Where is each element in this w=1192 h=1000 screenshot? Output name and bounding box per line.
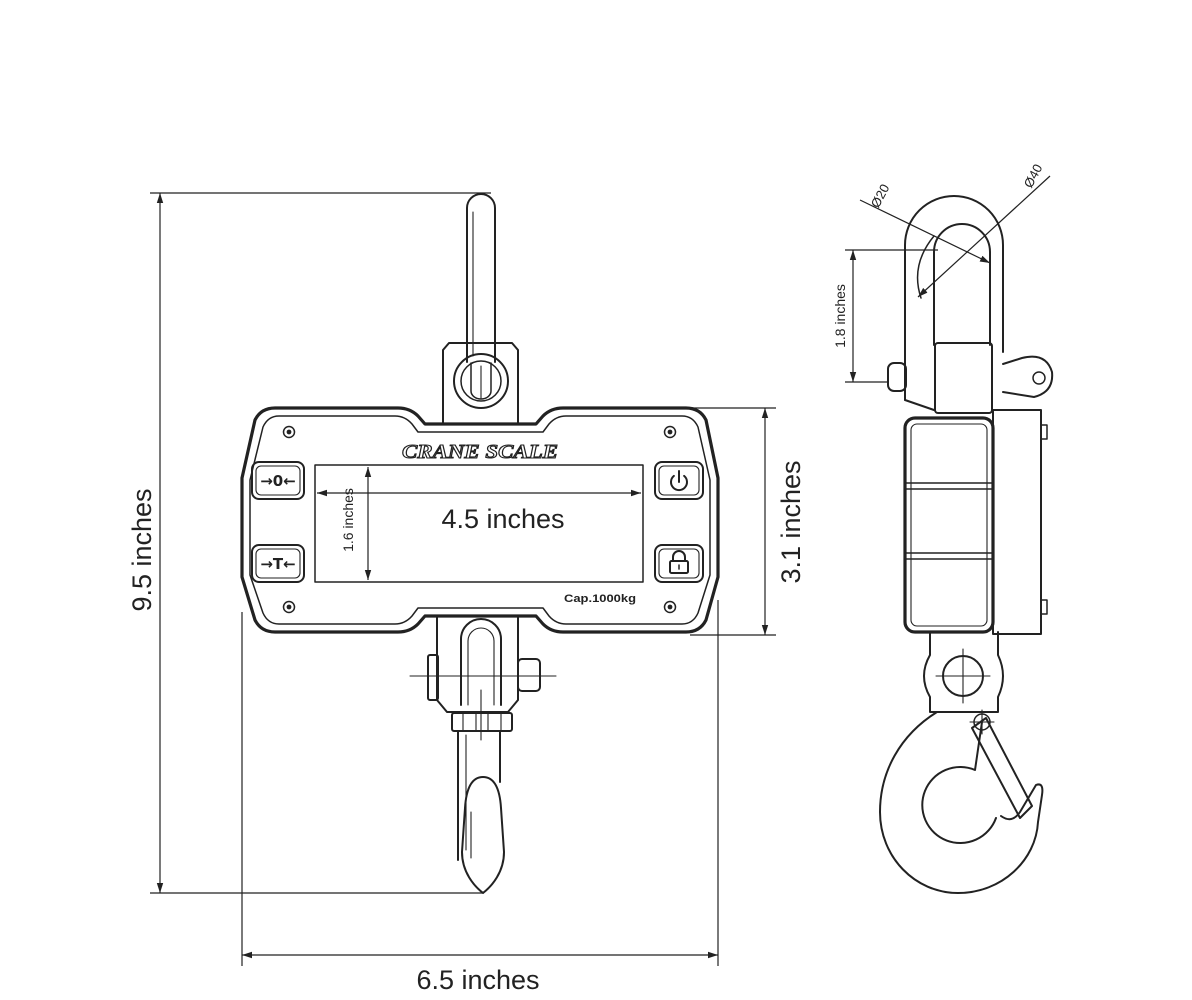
tare-key: →T← — [251, 544, 305, 583]
screw-top-right-head — [667, 429, 673, 435]
lock-key — [654, 544, 704, 583]
zero-key-inner — [255, 465, 301, 496]
screw-top-right — [663, 425, 677, 439]
hook-swivel-nut — [451, 712, 513, 732]
power-key-outline — [654, 461, 704, 500]
dimension-display-width: 4.5 inches — [317, 489, 641, 534]
side-shackle-left-leg-bottom — [904, 399, 935, 411]
top-hanging-rod — [466, 193, 496, 363]
top-eye-ring-inner — [460, 360, 502, 402]
lock-key-outline — [654, 544, 704, 583]
side-shackle-inner — [933, 223, 991, 346]
side-shackle-right-lug — [1002, 355, 1054, 398]
dimension-shackle-outer-diameter: Ø40 — [917, 162, 1051, 298]
shackle-opening-label: 1.8 inches — [832, 284, 848, 348]
dimension-display-height: 1.6 inches — [340, 467, 372, 580]
zero-key-label: →0← — [260, 472, 296, 490]
power-icon — [670, 470, 688, 491]
tare-key-inner — [255, 548, 301, 579]
lock-key-inner — [658, 548, 700, 579]
overall-width-label: 6.5 inches — [416, 965, 539, 995]
power-icon-arc — [670, 474, 688, 491]
scale-body-outline — [240, 406, 720, 634]
zero-key-outline — [251, 461, 305, 500]
overall-height-label: 9.5 inches — [127, 488, 157, 611]
lower-bracket — [436, 615, 519, 713]
hook-swivel-nut-segments — [462, 712, 502, 732]
screw-top-left-head — [286, 429, 292, 435]
screw-bottom-right — [663, 600, 677, 614]
side-shackle-left-nut — [887, 362, 907, 392]
side-body-tab-bottom — [1040, 599, 1048, 615]
screw-bottom-left-head — [286, 604, 292, 610]
capacity-label: Cap.1000kg — [564, 593, 636, 605]
lower-pin-nut — [517, 658, 541, 692]
zero-key: →0← — [251, 461, 305, 500]
side-lower-bracket — [923, 631, 1004, 713]
side-hook-latch-pivot-cross — [969, 709, 995, 735]
screw-bottom-right-head — [667, 604, 673, 610]
front-hook-shank — [457, 730, 501, 861]
side-shackle-lug-hole — [1032, 371, 1046, 385]
side-hook-safety-latch — [971, 717, 1033, 819]
side-view — [879, 195, 1054, 894]
dimension-body-height: 3.1 inches — [565, 407, 806, 636]
top-bracket — [442, 342, 519, 425]
dimension-overall-width: 6.5 inches — [241, 600, 719, 995]
side-lower-pin-center-lines — [935, 648, 991, 704]
outer-diameter-label: Ø40 — [1021, 162, 1046, 191]
tare-key-outline — [251, 544, 305, 583]
power-key-inner — [658, 465, 700, 496]
top-eye-ring — [453, 353, 509, 409]
lock-icon-body — [669, 560, 689, 574]
side-hook-outer — [879, 711, 1044, 894]
tare-key-label: →T← — [260, 555, 295, 573]
screw-bottom-left — [282, 600, 296, 614]
top-rod-end — [470, 362, 492, 400]
lock-icon-shackle — [672, 550, 686, 562]
lower-shackle-outer — [460, 618, 502, 706]
side-shackle-hole-edge — [916, 235, 935, 299]
corner-screws — [282, 425, 677, 614]
scale-body-inner-outline — [249, 415, 711, 625]
side-shackle-outer — [904, 195, 1004, 401]
dimension-shackle-opening: 1.8 inches — [832, 249, 938, 383]
dimension-overall-height: 9.5 inches — [127, 192, 491, 894]
screw-top-left — [282, 425, 296, 439]
side-body-housing — [903, 416, 995, 634]
side-body-front-plate — [992, 409, 1042, 635]
outer-diameter-leader — [917, 175, 1051, 298]
inner-diameter-leader — [859, 199, 991, 264]
power-key — [654, 461, 704, 500]
display-height-label: 1.6 inches — [340, 488, 356, 552]
inner-diameter-label: Ø20 — [868, 182, 893, 211]
lower-shackle-inner — [467, 627, 495, 706]
front-hook-tip — [461, 776, 505, 894]
side-hook-inner — [921, 721, 997, 845]
lower-pin-head — [427, 654, 439, 701]
side-body-band-lines — [904, 482, 994, 560]
front-view: CRANE SCALE Cap.1000kg →0← →T← — [240, 193, 720, 894]
side-body-housing-inner — [910, 423, 988, 627]
lock-icon — [669, 550, 689, 574]
side-body-tab-top — [1040, 424, 1048, 440]
display-width-label: 4.5 inches — [441, 504, 564, 534]
side-swivel-block — [934, 342, 993, 414]
brand-label: CRANE SCALE — [402, 441, 558, 463]
display-window — [314, 464, 644, 583]
body-height-label: 3.1 inches — [776, 460, 806, 583]
